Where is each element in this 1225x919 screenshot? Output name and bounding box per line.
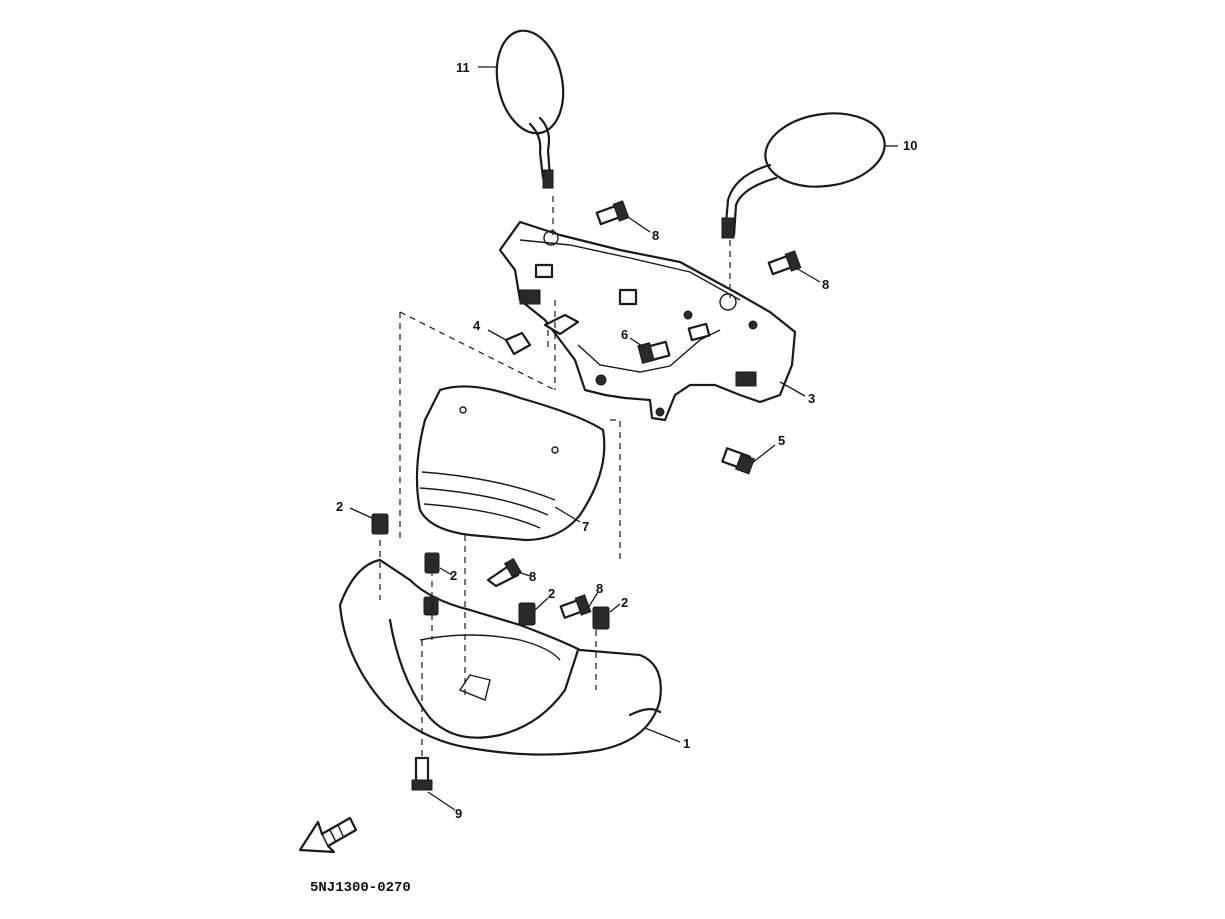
assembly-lines [379,196,731,760]
callout-7: 7 [582,519,589,534]
right-mirror [721,112,886,239]
callout-6: 6 [621,327,628,342]
bolt-8a [595,200,630,226]
nut-clip-2a [371,513,389,535]
callout-1: 1 [683,736,690,751]
callout-8b: 8 [822,277,829,292]
left-mirror [495,29,565,189]
callout-10: 10 [903,138,917,153]
callout-8c: 8 [529,569,536,584]
callout-9: 9 [455,806,462,821]
callout-3: 3 [808,391,815,406]
callout-2d: 2 [621,595,628,610]
callout-5: 5 [778,433,785,448]
bolt-6 [637,322,711,364]
bolt-8d [559,594,592,619]
bolt-5 [721,447,755,475]
callout-2c: 2 [548,586,555,601]
callout-2b: 2 [450,568,457,583]
bolt-8b [767,250,802,276]
nut-clip-2e [423,596,439,616]
callout-4: 4 [473,318,481,333]
callout-2a: 2 [336,499,343,514]
nut-clip-2d [592,606,610,630]
front-cover [338,558,662,756]
front-direction-arrow [298,816,358,854]
callout-8a: 8 [652,228,659,243]
bolt-8c [486,557,523,588]
nut-clip-2c [518,602,536,626]
screw-9 [411,756,433,791]
leader-lines [349,66,898,811]
nut-4 [504,313,580,356]
headlight-lens [415,385,606,542]
callout-11: 11 [456,60,470,75]
callout-8d: 8 [596,581,603,596]
callout-labels: 11 10 8 8 4 6 3 5 7 2 2 8 2 8 2 1 9 [336,60,917,821]
diagram-code: 5NJ1300-0270 [310,880,411,896]
handlebar-cover [498,220,797,422]
